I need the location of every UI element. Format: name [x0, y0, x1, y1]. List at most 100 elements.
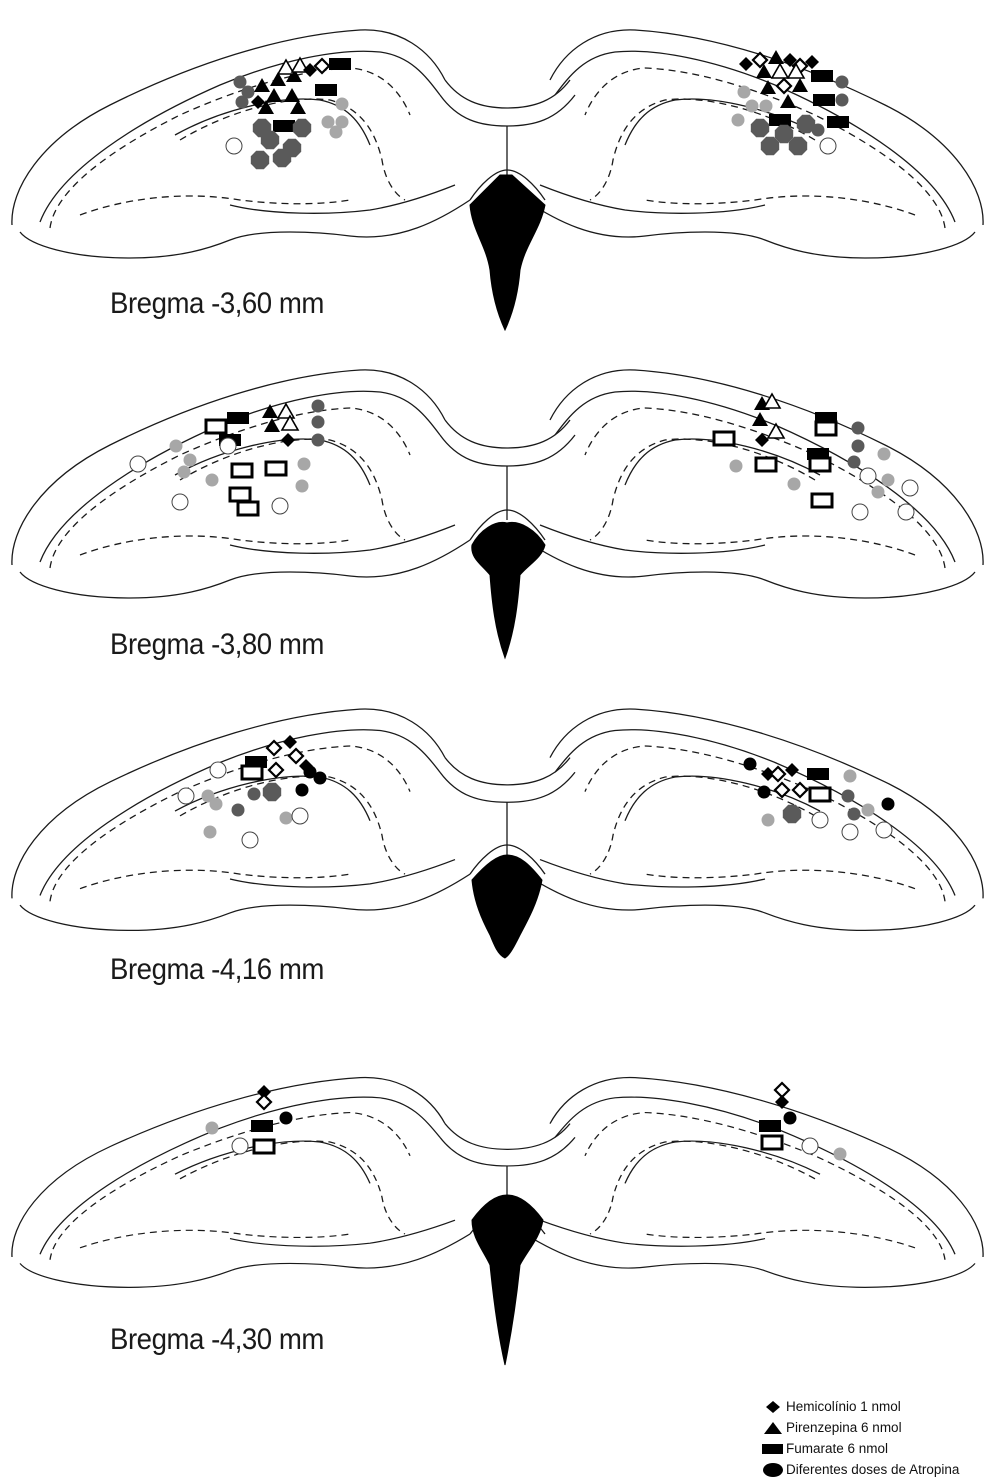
legend-label-hemicolinio: Hemicolínio 1 nmol: [786, 1399, 901, 1414]
marker-2-15: [232, 464, 252, 477]
ellipse-icon: [762, 1462, 784, 1478]
outline-left-dashC: [80, 196, 350, 215]
marker-3-28: [775, 783, 789, 797]
midline-arch-1: [445, 80, 570, 108]
marker-3-13: [248, 788, 261, 801]
outline-left-outer: [12, 709, 445, 898]
marker-2-22: [238, 502, 258, 515]
marker-1-14: [315, 84, 337, 96]
marker-4-6: [254, 1140, 274, 1153]
marker-2-23: [206, 474, 219, 487]
midline-arch-1: [445, 420, 570, 448]
outline-right-lower: [540, 1220, 765, 1246]
marker-3-38: [762, 814, 775, 827]
outline-left-outer: [12, 370, 445, 565]
marker-2-20: [172, 494, 188, 510]
marker-2-40: [848, 456, 861, 469]
legend-label-pirenzepina: Pirenzepina 6 nmol: [786, 1420, 902, 1435]
marker-2-0: [227, 412, 249, 424]
marker-1-30: [753, 53, 767, 67]
marker-2-21: [272, 498, 288, 514]
marker-2-1: [206, 420, 226, 433]
marker-1-57: [820, 138, 836, 154]
outline-left-dashA: [50, 1113, 410, 1260]
outline-left-outer: [12, 1077, 445, 1257]
marker-3-6: [242, 766, 262, 779]
midline-arch-1: [445, 1124, 570, 1150]
marker-2-9: [281, 433, 295, 447]
ventricle-2: [472, 522, 545, 658]
legend-label-fumarate: Fumarate 6 nmol: [786, 1441, 888, 1456]
marker-2-37: [878, 448, 891, 461]
outline-right-solidMid: [625, 1141, 820, 1183]
marker-1-58: [812, 124, 825, 137]
outline-left-lower: [230, 1220, 455, 1246]
marker-3-37: [876, 822, 892, 838]
bregma-label-3: Bregma -4,16 mm: [110, 953, 324, 987]
bregma-label-1: Bregma -3,60 mm: [110, 287, 324, 321]
marker-4-10: [759, 1120, 781, 1132]
marker-1-48: [780, 94, 796, 108]
ventricle-group-3: [472, 855, 542, 958]
marker-3-35: [783, 805, 801, 823]
marker-4-9: [784, 1112, 797, 1125]
markers-group-1: [226, 50, 849, 169]
marker-2-16: [266, 462, 286, 475]
outline-left-outer: [12, 30, 445, 225]
marker-1-36: [772, 64, 788, 78]
marker-2-11: [170, 440, 183, 453]
marker-1-49: [769, 114, 791, 126]
marker-1-45: [836, 94, 849, 107]
marker-3-21: [744, 758, 757, 771]
outline-left-dashB: [180, 439, 405, 540]
marker-2-47: [898, 504, 914, 520]
marker-3-27: [758, 786, 771, 799]
marker-3-24: [785, 763, 799, 777]
marker-4-3: [251, 1120, 273, 1132]
marker-1-20: [293, 119, 311, 137]
marker-1-53: [827, 116, 849, 128]
outline-right-dashC: [645, 196, 915, 215]
outline-left-dashB: [180, 776, 405, 874]
marker-2-29: [816, 422, 836, 435]
marker-3-30: [810, 788, 830, 801]
marker-4-4: [206, 1122, 219, 1135]
marker-4-2: [280, 1112, 293, 1125]
marker-2-36: [810, 458, 830, 471]
marker-2-45: [812, 494, 832, 507]
marker-1-23: [330, 126, 343, 139]
outline-left-dashC: [80, 1230, 350, 1248]
marker-4-8: [775, 1095, 789, 1109]
marker-3-26: [844, 770, 857, 783]
diamond-icon: [762, 1399, 784, 1415]
legend-label-atropina: Diferentes doses de Atropina: [786, 1462, 959, 1477]
marker-3-0: [283, 735, 297, 749]
outline-right-dashB: [590, 439, 815, 540]
marker-3-8: [314, 772, 327, 785]
marker-4-13: [834, 1148, 847, 1161]
rectangle-icon: [762, 1441, 784, 1457]
marker-1-44: [813, 94, 835, 106]
marker-2-3: [278, 404, 294, 418]
outline-left-lower: [230, 525, 455, 553]
marker-2-14: [130, 456, 146, 472]
marker-1-29: [739, 57, 753, 71]
outline-right-lower: [540, 525, 765, 553]
outline-left-dashB: [180, 1141, 405, 1234]
marker-3-19: [204, 826, 217, 839]
outline-right-dashC: [645, 870, 915, 888]
marker-1-42: [792, 78, 808, 92]
outline-left-lower: [230, 185, 455, 213]
brain-section-1: Bregma -3,60 mm: [0, 0, 995, 340]
marker-1-28: [273, 149, 291, 167]
marker-1-9: [315, 59, 329, 73]
marker-2-12: [220, 438, 236, 454]
marker-3-3: [289, 749, 303, 763]
marker-2-13: [184, 454, 197, 467]
marker-1-52: [775, 125, 793, 143]
marker-2-48: [788, 478, 801, 491]
marker-2-38: [756, 458, 776, 471]
outline-right-outer: [550, 1077, 983, 1257]
outline-right-lower: [540, 185, 765, 213]
marker-1-3: [254, 78, 270, 92]
